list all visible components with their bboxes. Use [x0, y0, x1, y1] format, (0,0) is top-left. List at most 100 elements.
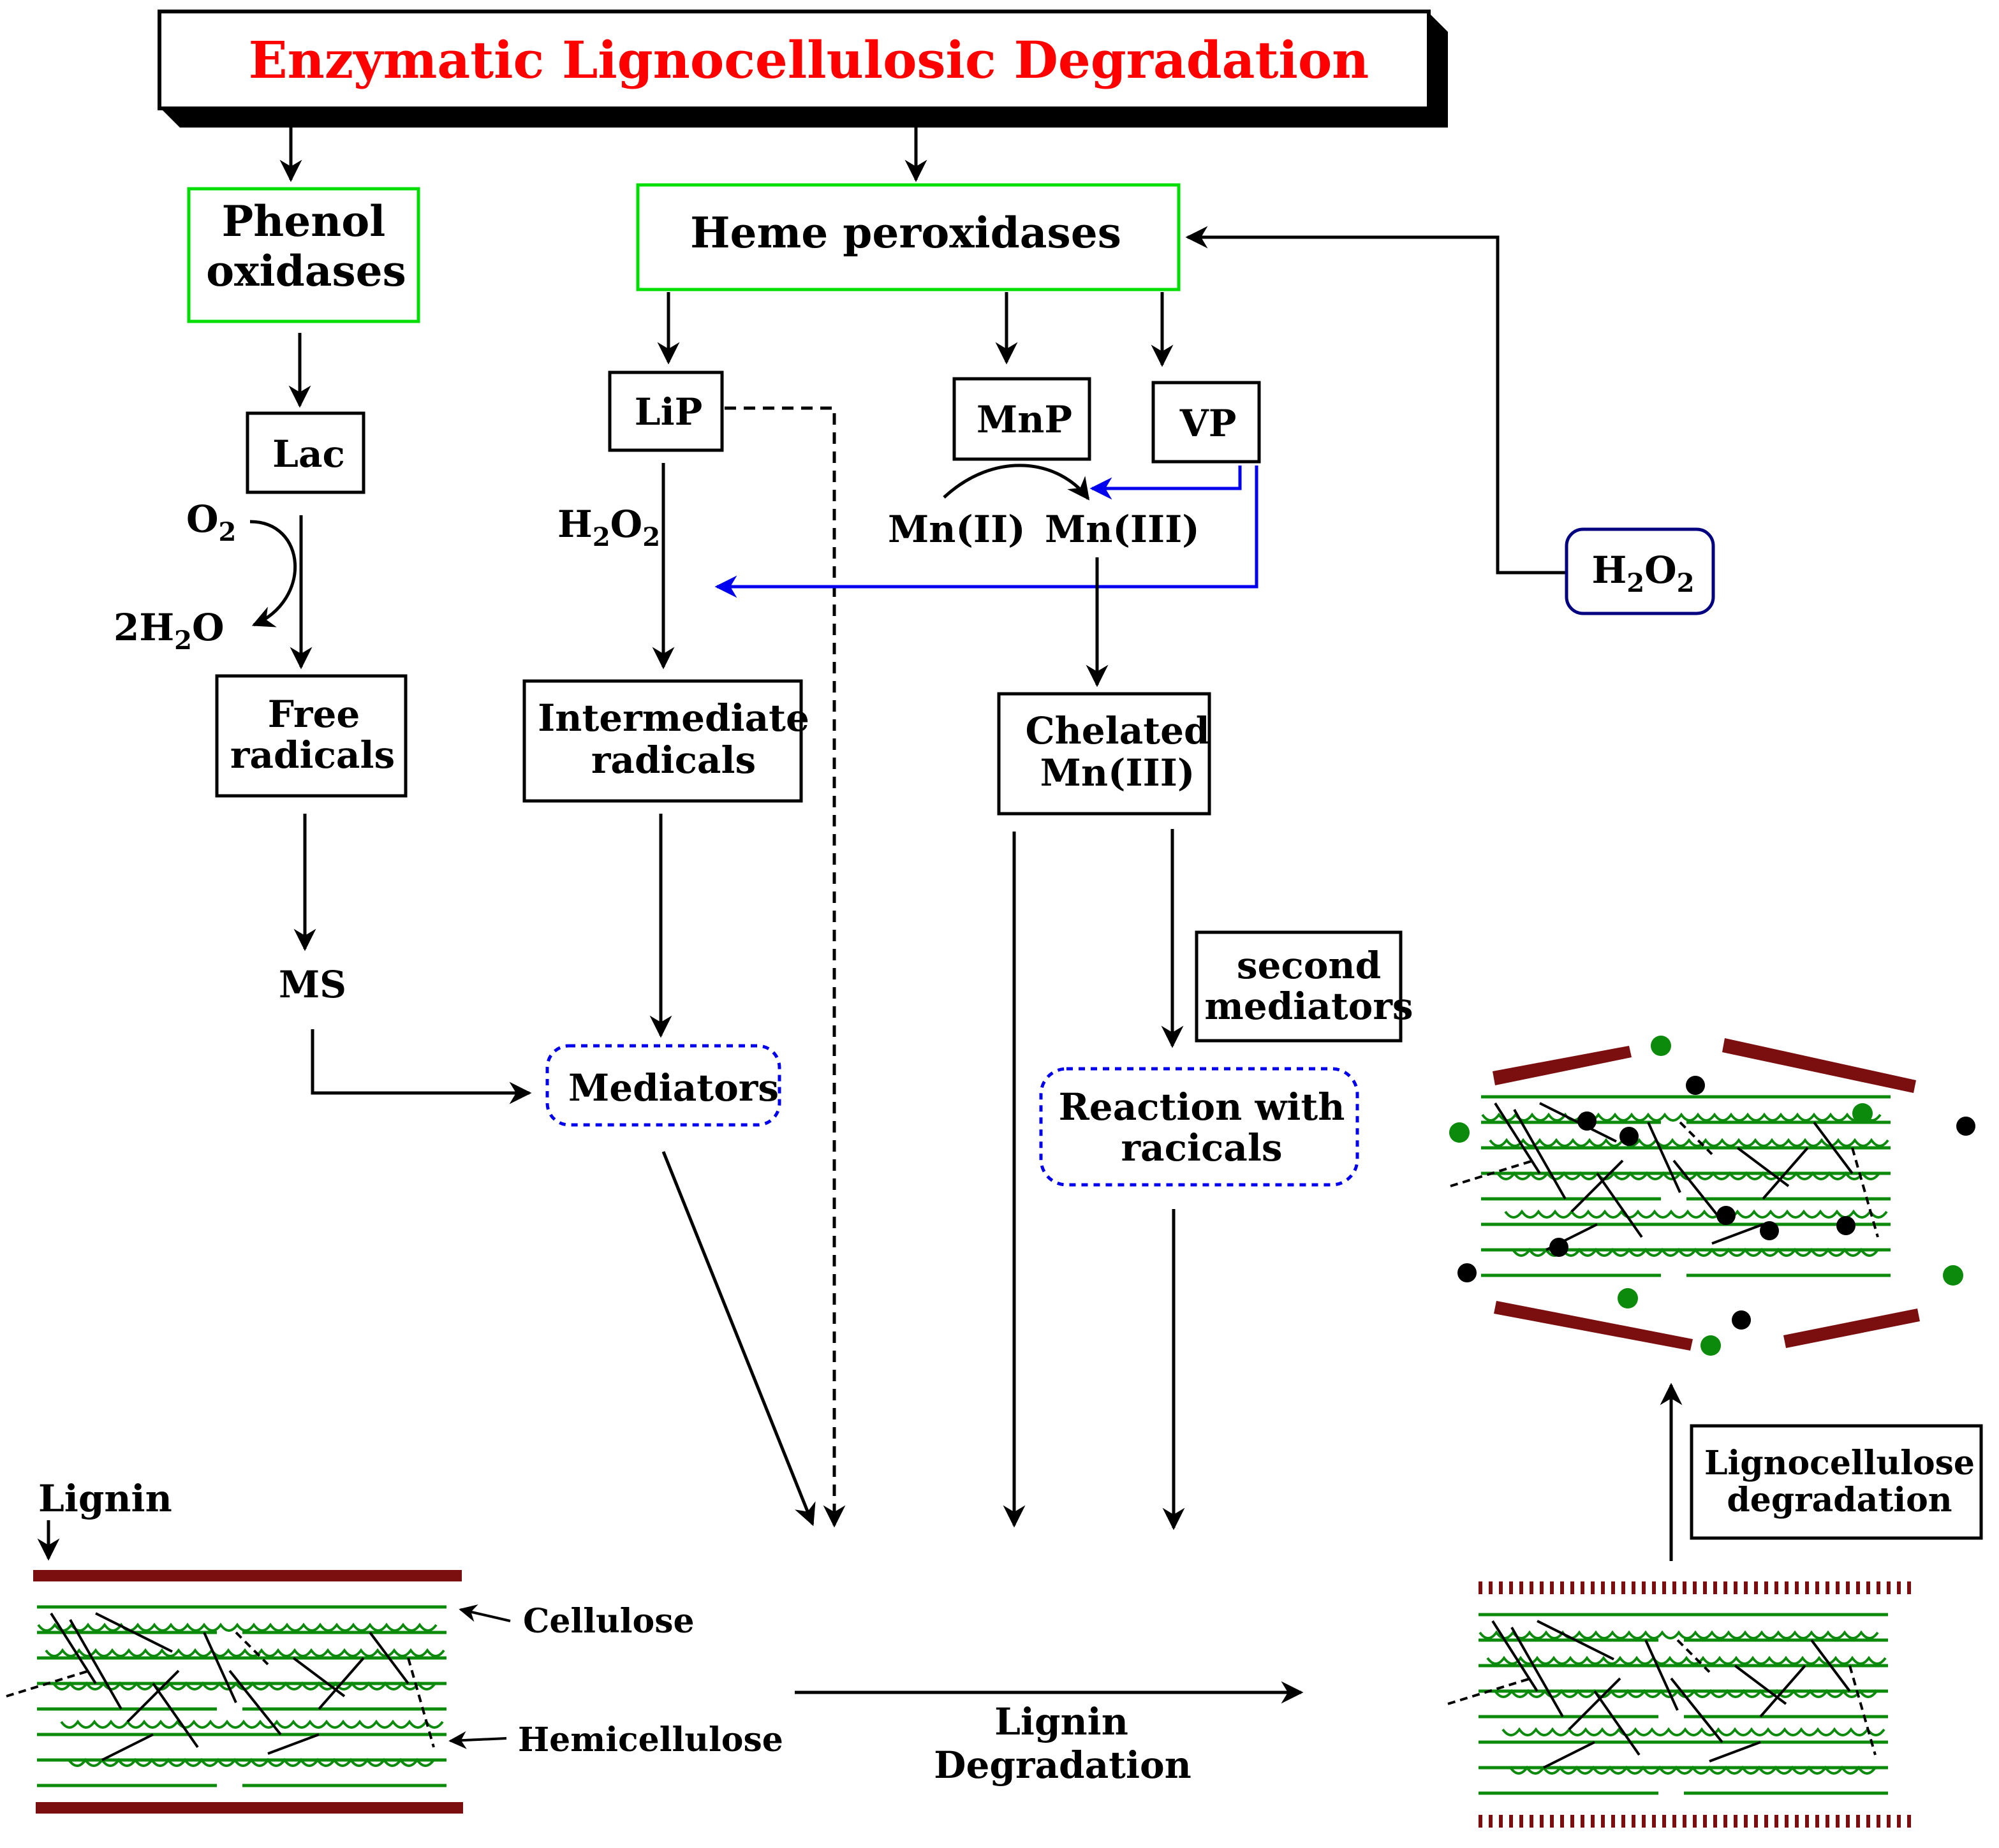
blue-arrow-vp-to-radicals [714, 466, 1258, 598]
lignin-particle [1956, 1117, 1975, 1136]
released-particles [1449, 1036, 1975, 1356]
lignin-stroke [95, 1612, 173, 1653]
o2-label: O2 [186, 497, 236, 547]
lignin-dashed-stroke [1447, 1677, 1531, 1705]
lignin-dashed-stroke [6, 1669, 90, 1698]
lignin-stroke [1670, 1677, 1723, 1743]
phenol-oxidases-line1: Phenol [222, 196, 386, 246]
lignin-particle [1549, 1238, 1568, 1257]
lip-box: LiP [608, 370, 724, 452]
intermediate-radicals-line1: Intermediate [538, 696, 809, 740]
lignin-particle [1619, 1127, 1639, 1146]
intermediate-radicals-box: Intermediate radicals [522, 679, 809, 803]
lignin-stroke [267, 1733, 320, 1755]
lignin-dashed-stroke [1676, 1639, 1711, 1673]
arrow-cellulose-label [459, 1604, 511, 1622]
lignin-stroke [228, 1669, 282, 1736]
lignin-label: Lignin [38, 1477, 172, 1520]
lignin-stroke [1762, 1147, 1809, 1200]
hemicellulose-label: Hemicellulose [518, 1720, 783, 1759]
lignin-dashed-stroke [1450, 1159, 1534, 1187]
lignin-stroke [1647, 1122, 1681, 1193]
hemicellulose-strand [1509, 1765, 1877, 1775]
hemicellulose-strand [1504, 1209, 1888, 1219]
lac-box: Lac [246, 411, 365, 494]
lignin-degradation-line1: Lignin [994, 1700, 1128, 1743]
lignin-stroke [1593, 1690, 1641, 1756]
hemicellulose-strand [1481, 1112, 1882, 1122]
lignin-stroke [1494, 1102, 1541, 1175]
vp-box: VP [1151, 381, 1261, 464]
lignin-dashed-stroke [407, 1657, 435, 1748]
lignocellulose-degradation-box: Lignocellulose degradation [1690, 1424, 1983, 1540]
hemicellulose-strand [60, 1719, 444, 1729]
lignin-stroke [69, 1619, 122, 1710]
lignin-stroke [1543, 1741, 1595, 1769]
title-box: Enzymatic Lignocellulosic Degradation [158, 10, 1448, 128]
lignocellulose-degradation-line1: Lignocellulose [1704, 1444, 1975, 1483]
chelated-line2: Mn(III) [1040, 751, 1195, 795]
page-title: Enzymatic Lignocellulosic Degradation [249, 30, 1369, 90]
h2o2-label: H2O2 [557, 502, 660, 552]
lignin-degradation-line2: Degradation [934, 1743, 1191, 1787]
water-label: 2H2O [114, 606, 225, 656]
free-radicals-box: Free radicals [215, 674, 408, 798]
h2o2-box-label: H2O2 [1591, 548, 1694, 598]
lignin-fragment-3 [1494, 1301, 1693, 1351]
vp-label: VP [1179, 402, 1237, 445]
heme-peroxidases-label: Heme peroxidases [690, 208, 1121, 258]
reaction-line1: Reaction with [1059, 1085, 1345, 1129]
lignin-stroke [1813, 1121, 1854, 1175]
phenol-oxidases-box: Phenol oxidases [187, 187, 420, 323]
lignin-bar-top [33, 1570, 462, 1581]
lignin-stroke [1596, 1172, 1643, 1238]
lignin-fragment-1 [1493, 1046, 1632, 1085]
mnp-box: MnP [952, 377, 1091, 461]
hemicellulose-strand [45, 1648, 445, 1657]
heme-peroxidases-box: Heme peroxidases [636, 183, 1181, 291]
arrow-mn2-to-mn3 [943, 464, 1090, 501]
lignin-particle [1577, 1111, 1597, 1131]
lignocellulose-degraded-illustration [1449, 1036, 1975, 1356]
lignin-stroke [318, 1657, 365, 1710]
hemicellulose-strand [68, 1757, 435, 1767]
lignin-stroke [1711, 1223, 1764, 1245]
lac-label: Lac [272, 432, 345, 476]
hemicellulose-particle [1700, 1335, 1721, 1356]
lignin-particle [1732, 1310, 1751, 1330]
lignin-stroke [101, 1733, 154, 1761]
lignin-stroke [369, 1631, 409, 1685]
blue-arrow-vp-to-mn3 [1089, 466, 1242, 500]
mediators-box: Mediators [545, 1044, 781, 1127]
lignin-particle [1836, 1216, 1855, 1235]
lignin-stroke [126, 1669, 180, 1723]
mediators-label: Mediators [568, 1066, 779, 1110]
dashed-arrow-lip-to-degradation [725, 406, 846, 1528]
chelated-mn3-box: Chelated Mn(III) [997, 692, 1211, 816]
hemicellulose-particle [1943, 1265, 1963, 1286]
lignin-bar-bottom [36, 1802, 463, 1814]
lignin-dashed-stroke [235, 1631, 269, 1666]
chelated-line1: Chelated [1025, 709, 1209, 752]
arrow-mediators-to-degradation [661, 1151, 816, 1527]
lignin-stroke [152, 1682, 199, 1749]
hemicellulose-strand [37, 1622, 438, 1632]
lignin-dashed-stroke [1851, 1147, 1879, 1238]
hemicellulose-strand [1479, 1630, 1879, 1639]
lignin-stroke [1491, 1620, 1538, 1692]
lignin-stroke [1759, 1664, 1806, 1718]
lignin-particle [1760, 1221, 1779, 1240]
lip-label: LiP [635, 390, 702, 434]
reaction-line2: racicals [1121, 1126, 1282, 1170]
arrow-hemicellulose-label [448, 1731, 507, 1749]
hemicellulose-strand [1512, 1247, 1879, 1257]
second-mediators-line1: second [1237, 944, 1381, 987]
lignin-stroke [1568, 1677, 1621, 1731]
lignin-stroke [1810, 1639, 1851, 1692]
second-mediators-box: second mediators [1195, 930, 1413, 1043]
lignin-particle [1457, 1263, 1477, 1282]
lignocellulose-partial-illustration [1447, 1581, 1912, 1828]
hemicellulose-strand [1501, 1727, 1885, 1736]
free-radicals-line2: radicals [230, 733, 395, 777]
